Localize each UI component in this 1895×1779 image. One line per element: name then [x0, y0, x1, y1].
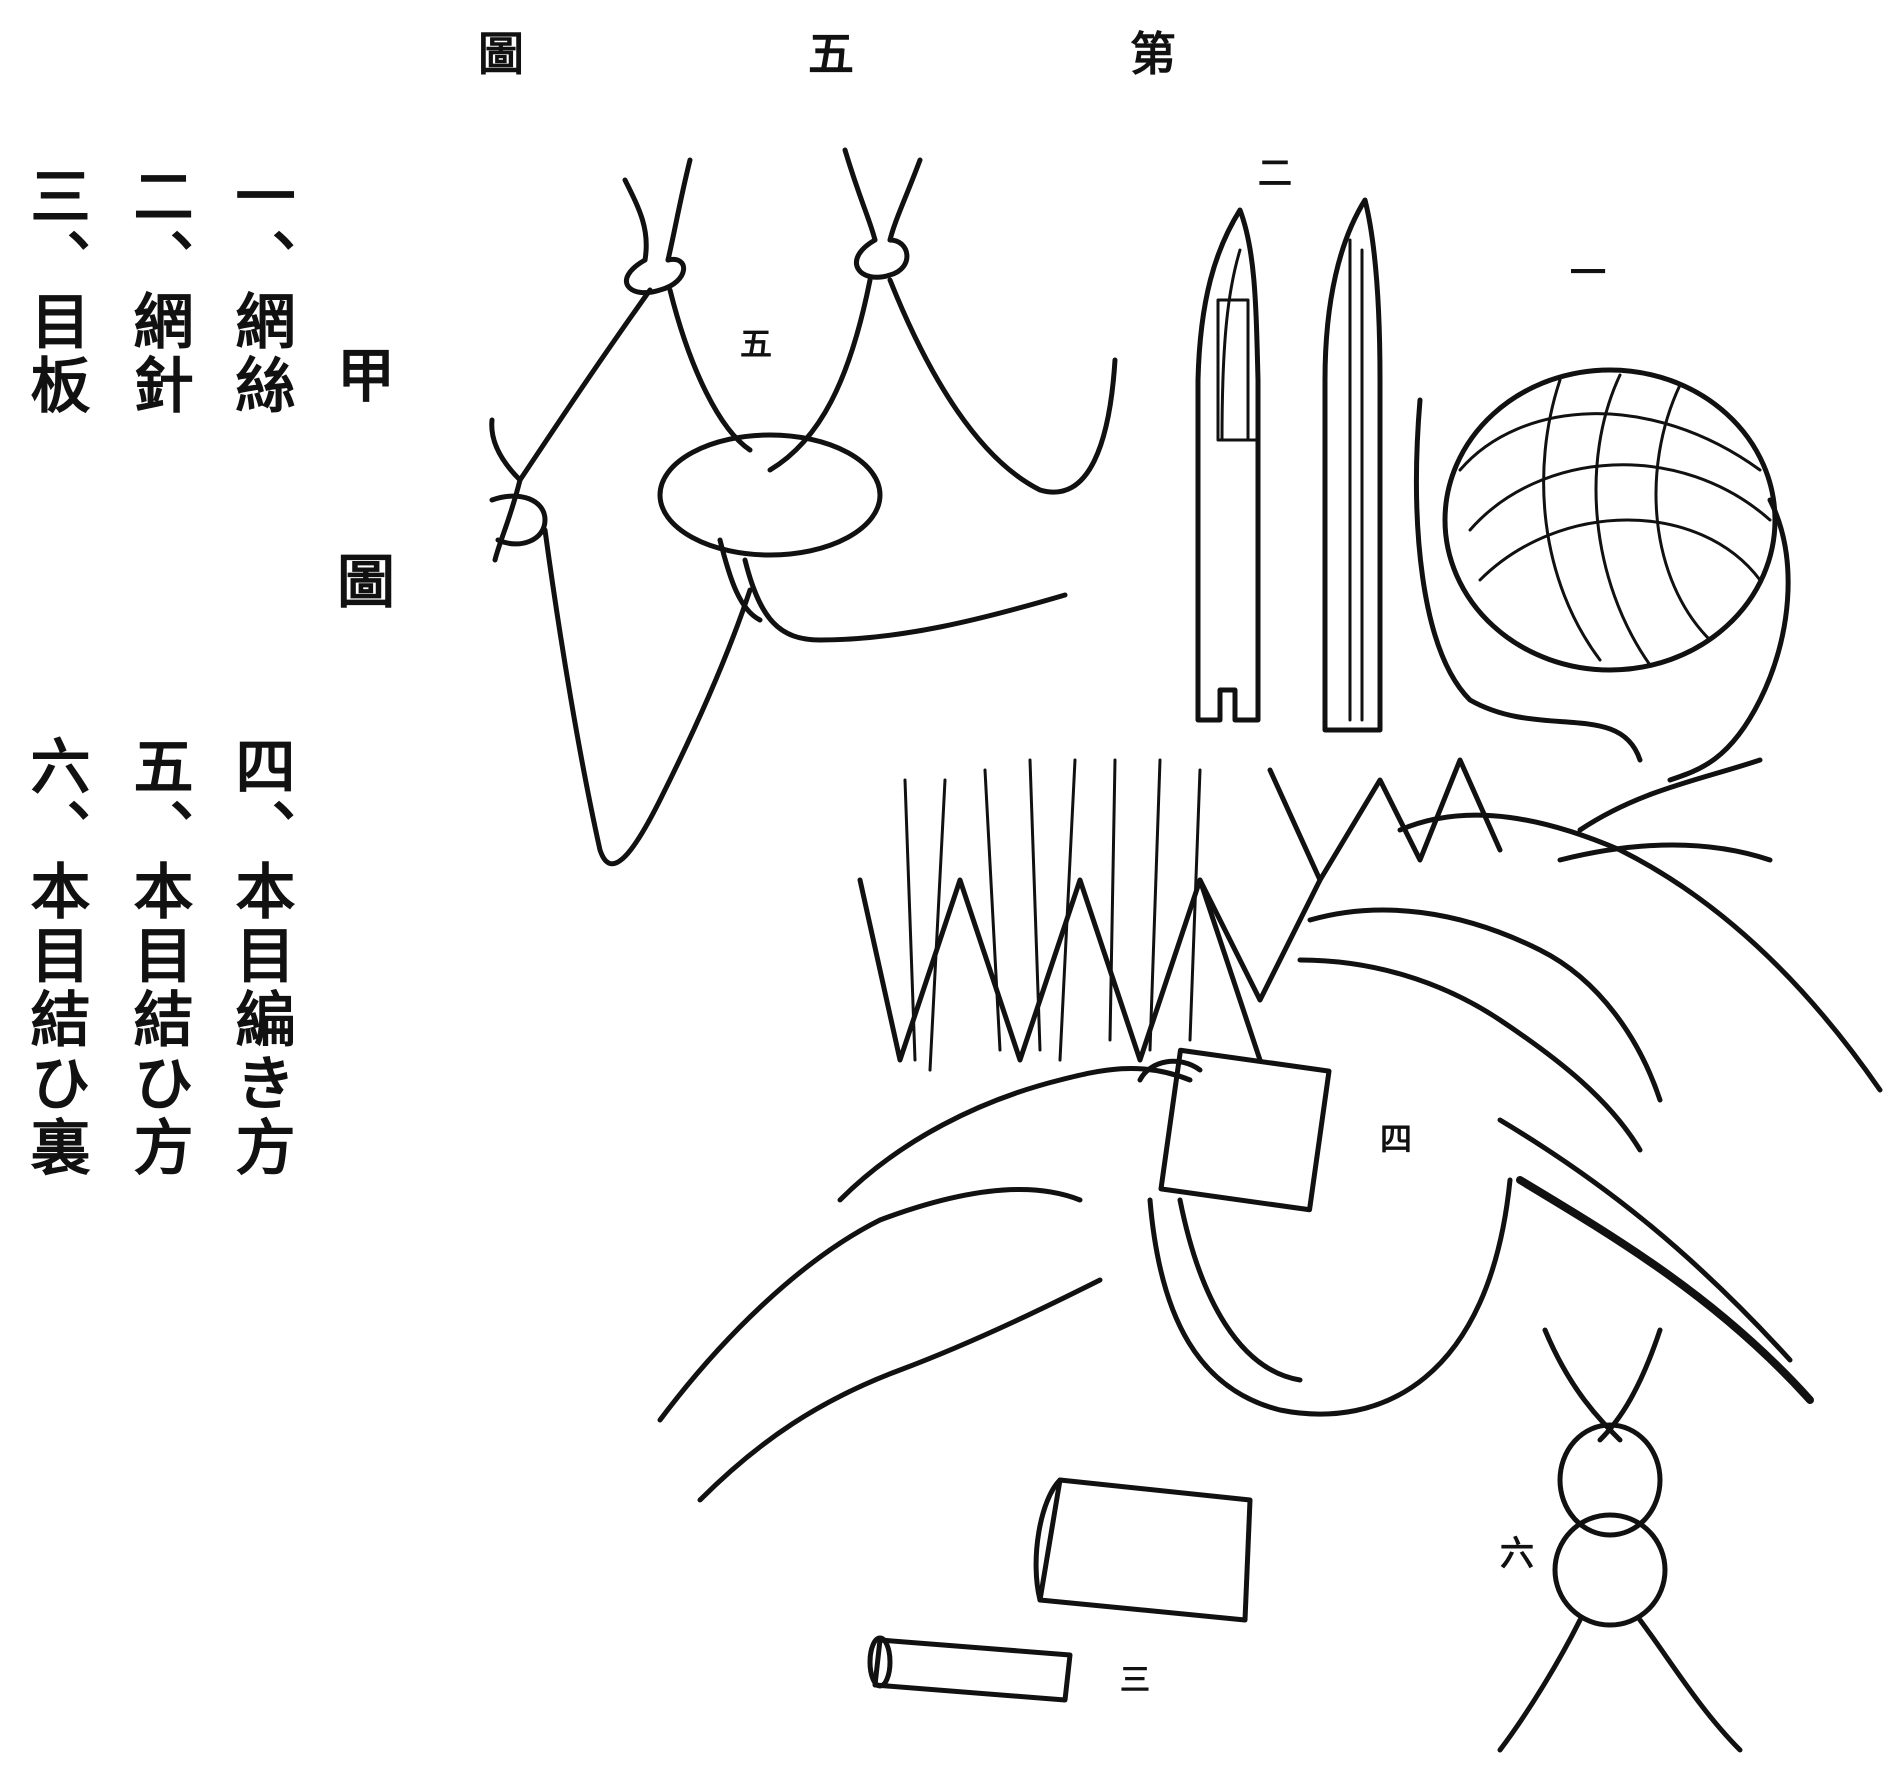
label-needles: 二: [1258, 154, 1292, 194]
needle-right: [1325, 200, 1380, 730]
knot-diagram-top: [492, 150, 1115, 864]
hands-knitting-net: [660, 760, 1880, 1500]
mesh-gauge-boards: [870, 1480, 1250, 1700]
label-hands: 四: [1380, 1120, 1412, 1158]
label-board: 三: [1120, 1663, 1150, 1698]
label-knot-bottom: 六: [1500, 1534, 1534, 1574]
label-ball: 一: [1570, 252, 1606, 294]
knot-diagram-bottom: [1500, 1330, 1740, 1750]
needle-left: [1198, 210, 1258, 720]
label-knot-top: 五: [740, 325, 772, 363]
twine-ball: [1417, 370, 1789, 780]
